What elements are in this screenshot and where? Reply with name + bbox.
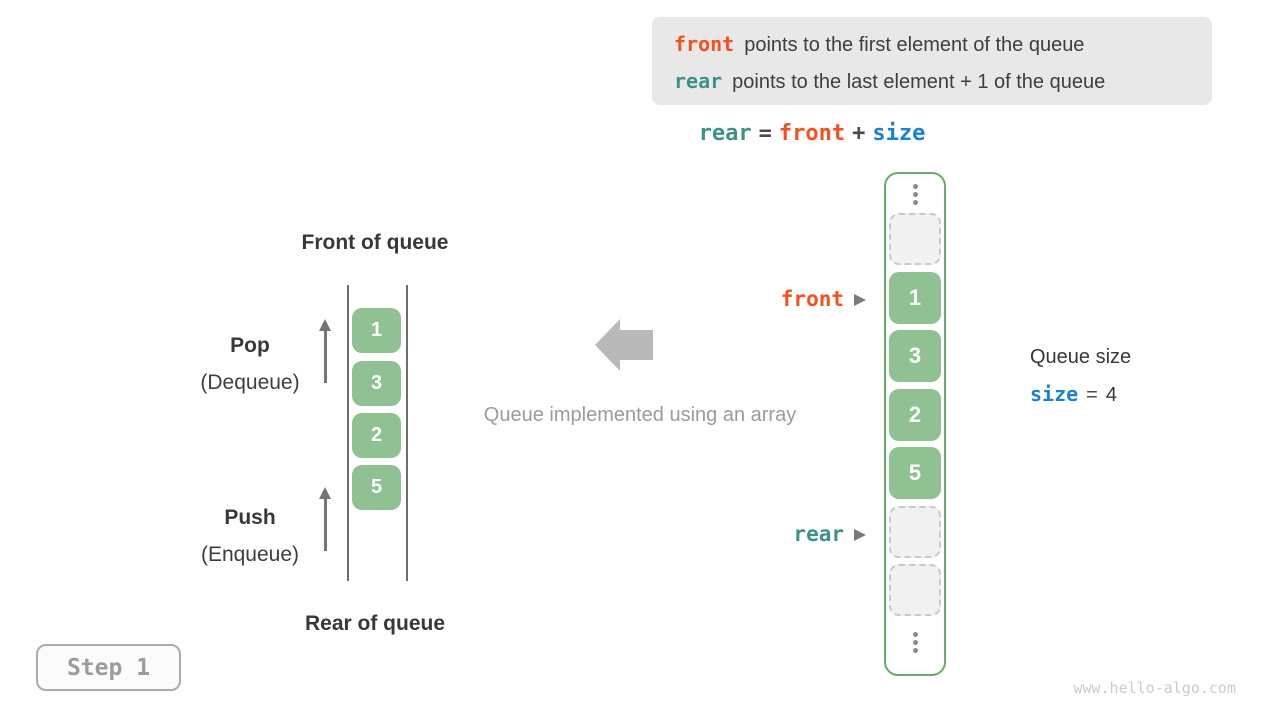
queue-cell: 2 [352,413,401,458]
size-keyword: size [1030,382,1079,406]
rear-of-queue-label: Rear of queue [304,612,446,635]
info-box: front points to the first element of the … [652,17,1212,105]
info-line-rear-text: points to the last element + 1 of the qu… [732,71,1106,93]
front-of-queue-label: Front of queue [301,231,449,254]
queue-cell: 5 [352,465,401,510]
queue-channel-right-line [406,285,408,581]
formula-plus: + [852,121,866,146]
array-cell-empty [889,506,941,558]
queue-cell: 3 [352,361,401,406]
queue-cell: 1 [352,308,401,353]
formula-size: size [872,121,926,146]
queue-size-expression: size = 4 [1030,382,1117,407]
array-cell-value: 5 [889,447,941,499]
rear-keyword: rear [674,69,723,93]
rear-pointer-arrow-icon [854,529,866,541]
info-line-front: front points to the first element of the … [674,26,1212,63]
queue-channel-left-line [347,285,349,581]
array-cell-value: 3 [889,330,941,382]
watermark: www.hello-algo.com [1073,679,1236,697]
push-arrow-shaft [324,498,327,551]
queue-size-title: Queue size [1030,346,1132,368]
pop-arrow-shaft [324,330,327,383]
front-pointer-arrow-icon [854,294,866,306]
rear-pointer-label: rear [793,522,844,546]
array-cell-empty [889,564,941,616]
formula-rear: rear [698,121,752,146]
formula-equals: = [758,121,772,146]
step-badge: Step 1 [36,644,181,691]
formula: rear=front+size [652,120,972,146]
pop-arrow-icon [319,319,331,331]
array-cell-value: 1 [889,272,941,324]
array-cell-empty [889,213,941,265]
push-label: Push [224,506,276,529]
pop-sublabel: (Dequeue) [200,371,300,394]
array-column: 1 3 2 5 [884,172,946,676]
push-arrow-icon [319,487,331,499]
front-keyword: front [674,32,735,56]
push-sublabel: (Enqueue) [200,543,300,566]
ellipsis-dots-top [886,184,944,205]
info-line-front-text: points to the first element of the queue [744,34,1085,56]
formula-front: front [778,121,846,146]
ellipsis-dots-bottom [886,632,944,653]
pop-label: Pop [230,334,270,357]
array-cell-value: 2 [889,389,941,441]
diagram-caption: Queue implemented using an array [483,404,797,426]
info-line-rear: rear points to the last element + 1 of th… [674,63,1212,100]
size-equals: = [1086,384,1098,406]
size-value: 4 [1105,384,1117,406]
front-pointer-label: front [780,287,844,311]
left-block-arrow-icon [595,319,653,371]
